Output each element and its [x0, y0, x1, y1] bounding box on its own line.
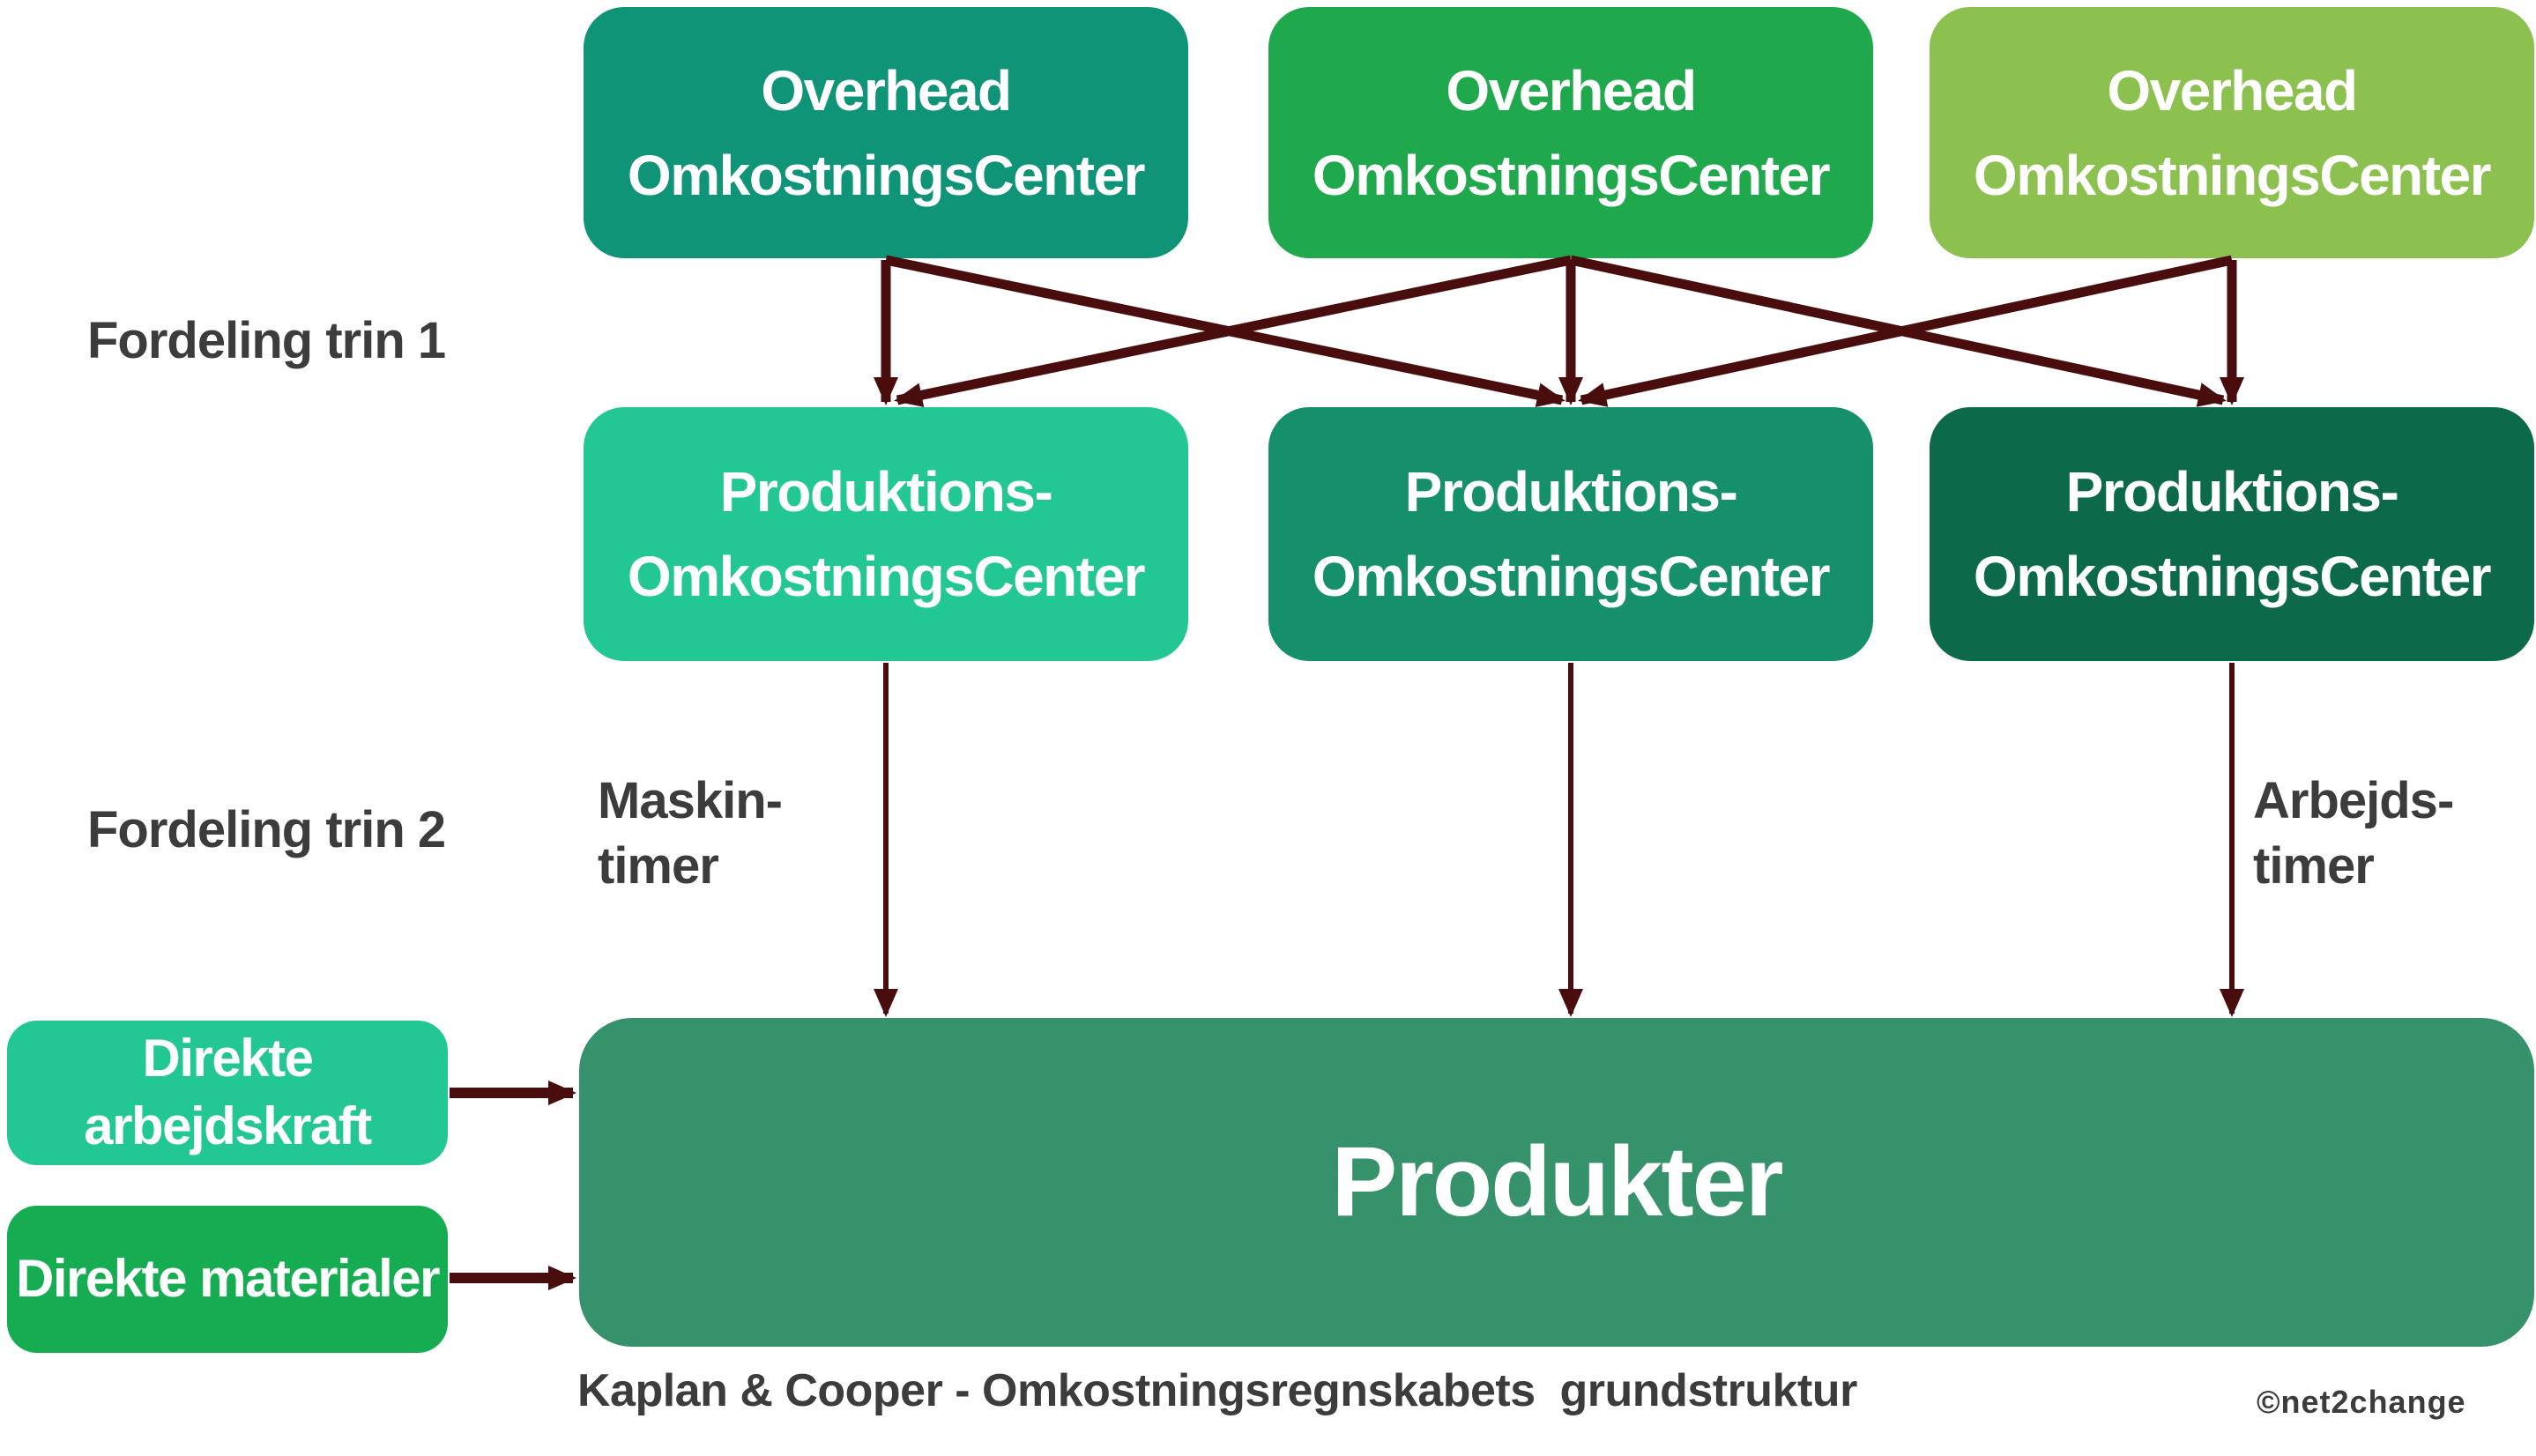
overhead-cost-center-box-2: Overhead OmkostningsCenter	[1268, 7, 1873, 258]
direct-labor-label: Direkte arbejdskraft	[84, 1029, 372, 1155]
production-cost-center-label-1: Produktions-OmkostningsCenter	[627, 460, 1146, 608]
credit-watermark: ©net2change	[2257, 1384, 2466, 1420]
production-cost-center-box-3: Produktions-OmkostningsCenter	[1930, 407, 2534, 661]
direct-materials-box: Direkte materialer	[7, 1206, 448, 1353]
allocation-step-1-label: Fordeling trin 1	[87, 312, 446, 369]
labor-hours-label: Arbejds- timer	[2253, 772, 2454, 895]
overhead-cost-center-label-3: Overhead OmkostningsCenter	[1973, 58, 2492, 207]
production-cost-center-box-2: Produktions-OmkostningsCenter	[1268, 407, 1873, 661]
products-box: Produkter	[579, 1018, 2534, 1347]
production-cost-center-box-1: Produktions-OmkostningsCenter	[584, 407, 1188, 661]
arrow-overhead2-to-production3	[1569, 255, 2227, 407]
production-cost-center-label-3: Produktions-OmkostningsCenter	[1973, 460, 2492, 608]
products-label: Produkter	[1331, 1126, 1784, 1237]
overhead-cost-center-box-3: Overhead OmkostningsCenter	[1930, 7, 2534, 258]
production-cost-center-label-2: Produktions-OmkostningsCenter	[1312, 460, 1831, 608]
arrow-overhead2-to-production1	[894, 255, 1573, 408]
arrow-overhead3-to-production2	[1578, 255, 2234, 407]
overhead-cost-center-label-1: Overhead OmkostningsCenter	[627, 58, 1146, 207]
overhead-cost-center-box-1: Overhead OmkostningsCenter	[584, 7, 1188, 258]
overhead-cost-center-label-2: Overhead OmkostningsCenter	[1312, 58, 1831, 207]
machine-hours-label: Maskin- timer	[598, 772, 783, 895]
allocation-step-2-label: Fordeling trin 2	[87, 801, 446, 858]
arrow-overhead1-to-production2	[884, 255, 1565, 408]
diagram-caption: Kaplan & Cooper - Omkostningsregnskabets…	[577, 1365, 1857, 1416]
direct-materials-label: Direkte materialer	[16, 1249, 440, 1309]
direct-labor-box: Direkte arbejdskraft	[7, 1021, 448, 1165]
